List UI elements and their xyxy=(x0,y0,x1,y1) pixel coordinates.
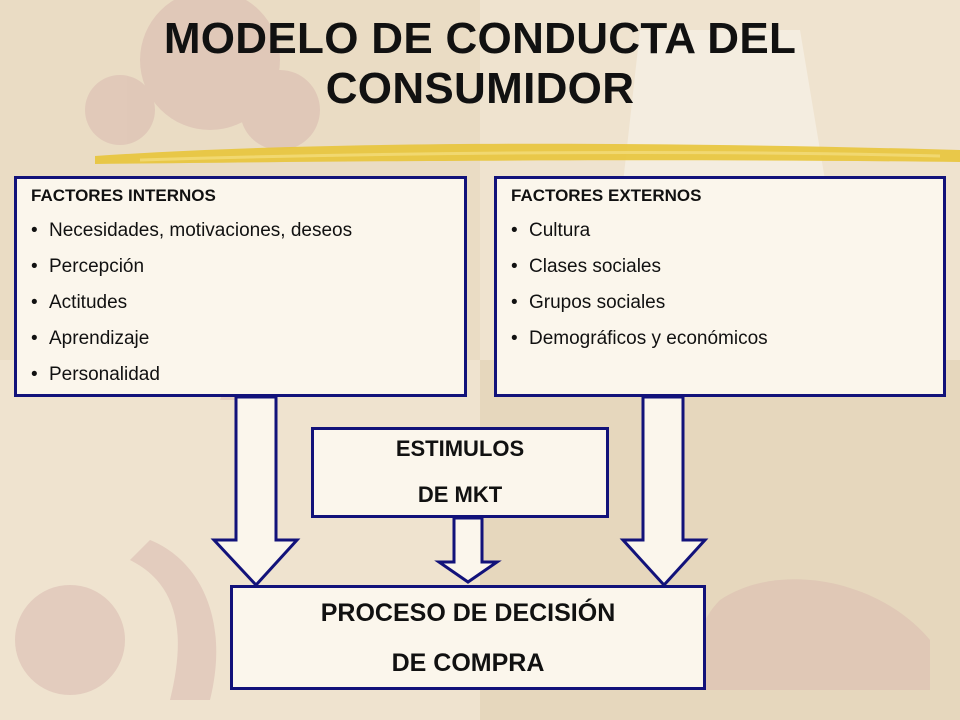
list-item: Grupos sociales xyxy=(511,285,943,321)
list-item: Clases sociales xyxy=(511,249,943,285)
list-item: Personalidad xyxy=(31,357,464,393)
proceso-line-2: DE COMPRA xyxy=(391,649,545,677)
title-line-2: CONSUMIDOR xyxy=(325,64,635,113)
factores-internos-heading: FACTORES INTERNOS xyxy=(31,186,216,205)
factores-externos-box: FACTORES EXTERNOS Cultura Clases sociale… xyxy=(494,176,946,397)
title-line-1: MODELO DE CONDUCTA DEL xyxy=(163,14,797,63)
proceso-line-1: PROCESO DE DECISIÓN xyxy=(320,599,616,627)
list-item: Cultura xyxy=(511,213,943,249)
estimulos-line-2: DE MKT xyxy=(417,482,503,507)
factores-externos-heading: FACTORES EXTERNOS xyxy=(511,186,702,205)
proceso-decision-box: PROCESO DE DECISIÓN DE COMPRA xyxy=(230,585,706,690)
estimulos-mkt-box: ESTIMULOS DE MKT xyxy=(311,427,609,518)
factores-externos-list: Cultura Clases sociales Grupos sociales … xyxy=(511,213,943,357)
list-item: Actitudes xyxy=(31,285,464,321)
factores-internos-box: FACTORES INTERNOS Necesidades, motivacio… xyxy=(14,176,467,397)
page-title: MODELO DE CONDUCTA DEL CONSUMIDOR xyxy=(0,14,960,114)
floral-decoration xyxy=(15,0,320,700)
factores-internos-list: Necesidades, motivaciones, deseos Percep… xyxy=(31,213,464,393)
estimulos-line-1: ESTIMULOS xyxy=(395,436,525,461)
list-item: Necesidades, motivaciones, deseos xyxy=(31,213,464,249)
list-item: Percepción xyxy=(31,249,464,285)
list-item: Demográficos y económicos xyxy=(511,321,943,357)
list-item: Aprendizaje xyxy=(31,321,464,357)
shoe-decoration xyxy=(696,579,930,690)
